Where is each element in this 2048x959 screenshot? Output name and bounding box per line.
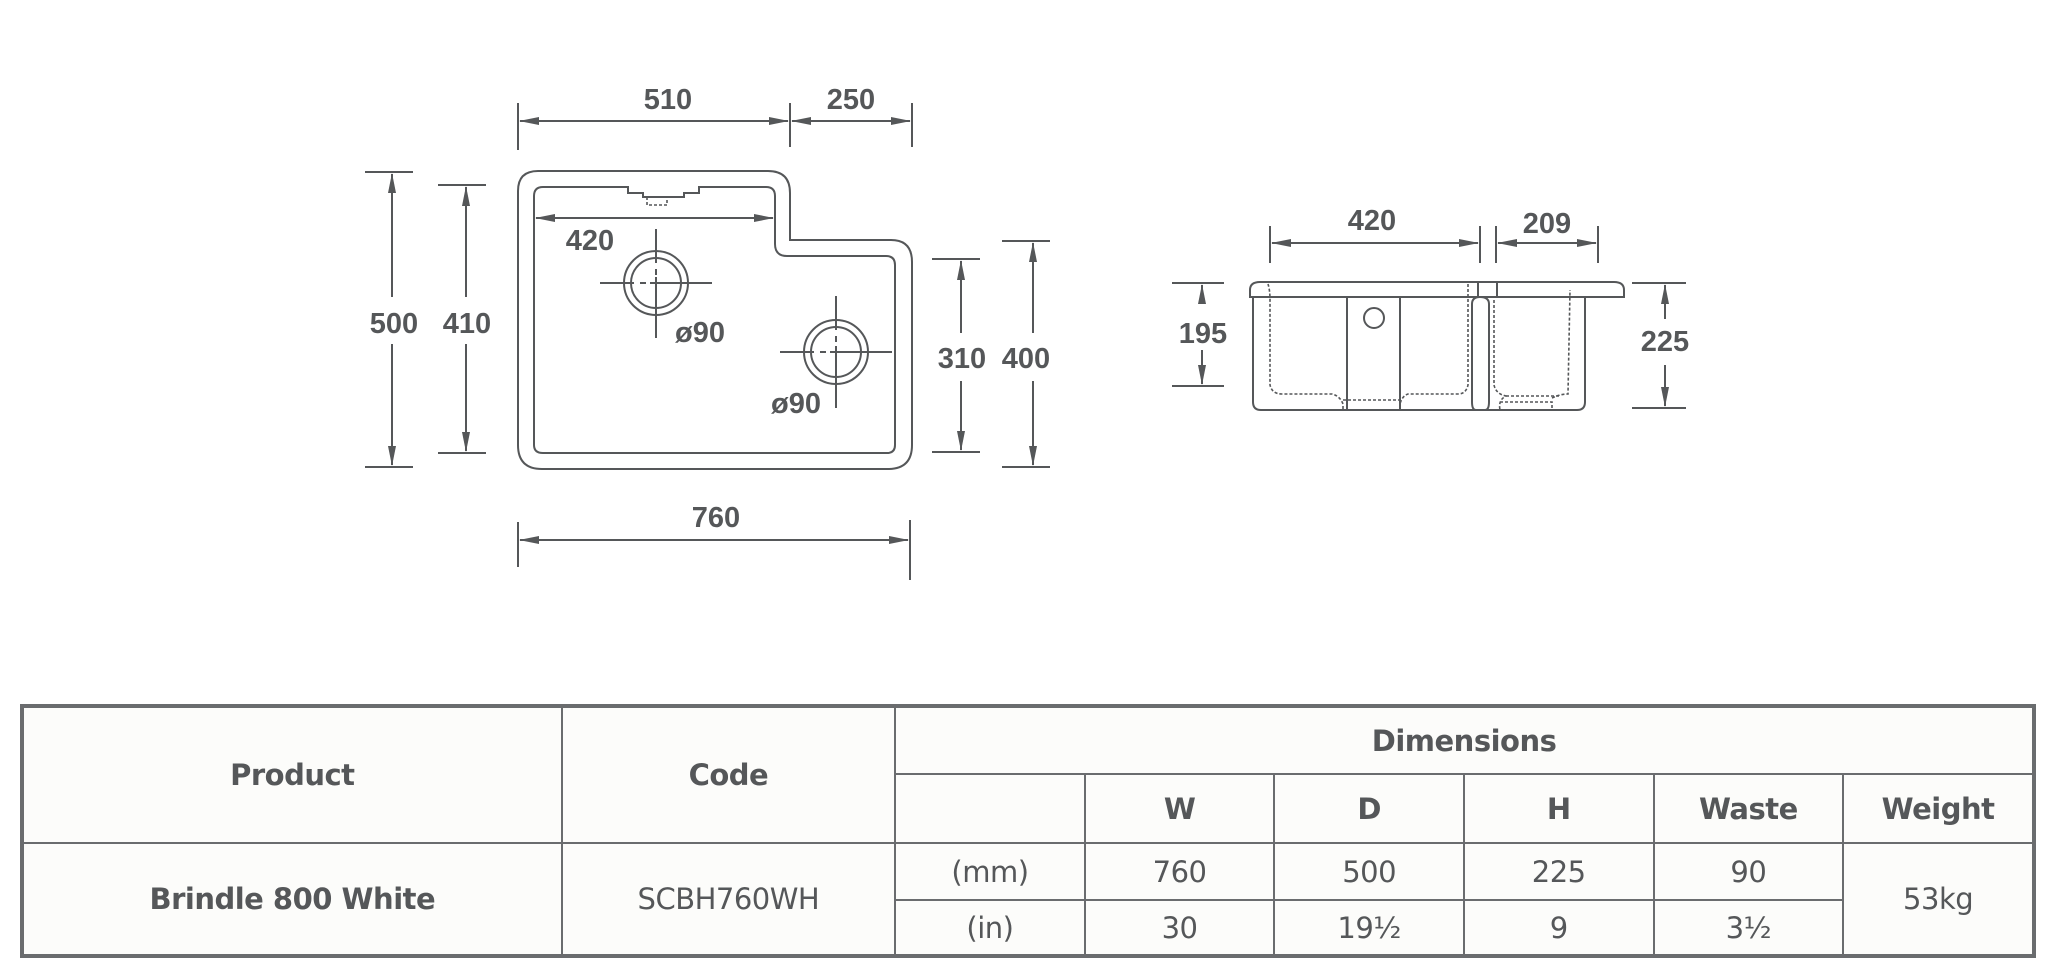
cell-product: Brindle 800 White (21, 842, 563, 957)
cell-unit-in: (in) (894, 899, 1086, 957)
sink-inner-outline (533, 186, 896, 454)
dim-225: 225 (1641, 326, 1689, 358)
dim-195: 195 (1179, 318, 1227, 350)
waste-hole-left (600, 229, 712, 338)
dim-400: 400 (1002, 343, 1050, 375)
overflow-slot (646, 197, 668, 206)
sink-rim (1249, 281, 1625, 298)
cell-w-mm: 760 (1083, 842, 1276, 901)
dim-waste-right: ø90 (771, 388, 821, 420)
cell-d-mm: 500 (1273, 842, 1465, 901)
header-dimensions: Dimensions (894, 705, 2035, 775)
dim-310: 310 (938, 343, 986, 375)
dim-420-inner: 420 (566, 225, 614, 257)
header-waste: Waste (1652, 773, 1845, 844)
header-h: H (1462, 773, 1655, 844)
side-view: 420 209 195 225 (1172, 205, 1689, 411)
dim-510: 510 (644, 84, 692, 116)
cell-code: SCBH760WH (560, 842, 897, 957)
table-row-mm: Brindle 800 White SCBH760WH (mm) 760 500… (21, 842, 2035, 957)
cell-h-in: 9 (1462, 899, 1655, 957)
sink-outer-outline (517, 170, 913, 470)
dim-waste-left: ø90 (675, 317, 725, 349)
spec-table: Product Code Dimensions W D H Waste Weig… (20, 704, 2036, 958)
cell-weight: 53kg (1842, 842, 2035, 957)
header-weight: Weight (1842, 773, 2035, 844)
table-row-in: (in) 30 19½ 9 3½ (22, 899, 2034, 957)
header-w: W (1083, 773, 1276, 844)
technical-drawing: 510 250 420 ø90 ø90 500 410 310 400 760 (365, 84, 1689, 580)
header-product: Product (21, 705, 563, 844)
sink-body (1252, 297, 1586, 411)
cell-h-mm: 225 (1462, 842, 1655, 901)
dim-420-side: 420 (1348, 205, 1396, 237)
dim-500: 500 (370, 308, 418, 340)
cell-d-in: 19½ (1273, 899, 1465, 957)
dim-209: 209 (1523, 208, 1571, 240)
header-d: D (1273, 773, 1465, 844)
waste-hole-right (780, 296, 892, 408)
header-unit-blank (894, 773, 1086, 844)
header-code: Code (560, 705, 897, 844)
cell-unit-mm: (mm) (894, 842, 1086, 901)
cell-w-in: 30 (1083, 899, 1276, 957)
dim-760: 760 (692, 502, 740, 534)
plan-view: 510 250 420 ø90 ø90 500 410 310 400 760 (365, 84, 1050, 580)
cell-waste-in: 3½ (1652, 899, 1845, 957)
dim-250: 250 (827, 84, 875, 116)
cell-waste-mm: 90 (1652, 842, 1845, 901)
dim-410: 410 (443, 308, 491, 340)
